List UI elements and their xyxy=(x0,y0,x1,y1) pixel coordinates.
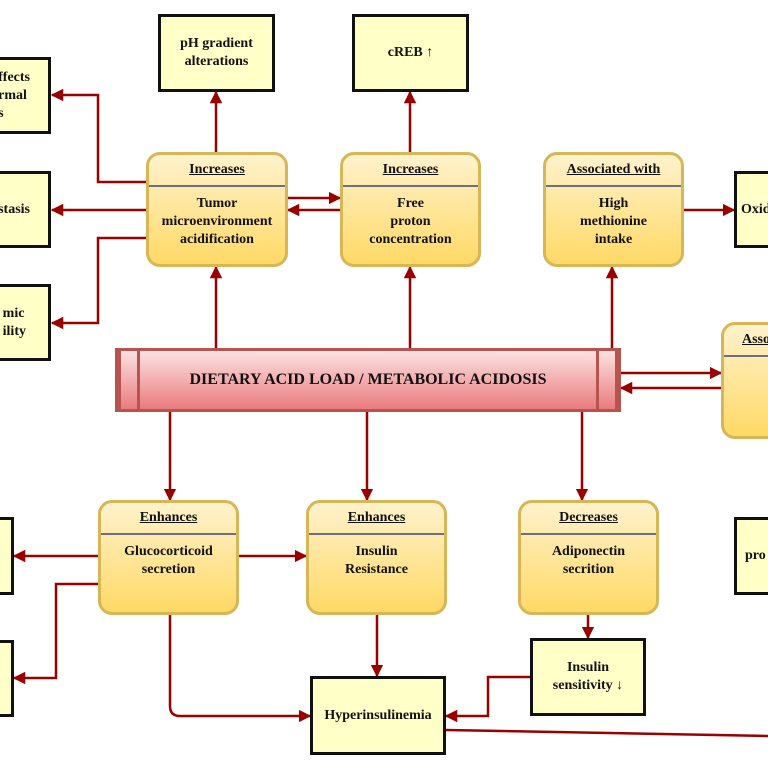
arrow-tumor-to-effects xyxy=(50,88,146,184)
arrow-insulin-sens-to-hyper xyxy=(444,675,530,723)
arrow-gluco-to-left-box-2 xyxy=(12,582,98,685)
process-body: Insulin Resistance xyxy=(345,544,408,577)
process-header: Enhances xyxy=(309,503,444,535)
main-label: DIETARY ACID LOAD / METABOLIC ACIDOSIS xyxy=(189,371,547,388)
process-header: Enhances xyxy=(101,503,236,535)
process-body: High methionine intake xyxy=(580,196,647,247)
box-effects-normal: ffects rmal s xyxy=(0,57,51,134)
box-left-upper xyxy=(0,517,14,595)
process-methionine: Associated with High methionine intake xyxy=(543,152,684,267)
box-insulin-sensitivity: Insulin sensitivity ↓ xyxy=(530,638,646,716)
box-left-lower xyxy=(0,640,14,717)
main-left-bar xyxy=(118,351,140,409)
process-glucocorticoid: Enhances Glucocorticoid secretion xyxy=(98,500,239,615)
process-insulin-resistance: Enhances Insulin Resistance xyxy=(306,500,447,615)
arrow-tumor-to-mic xyxy=(50,236,146,330)
main-right-bar xyxy=(596,351,618,409)
box-stasis: stasis xyxy=(0,171,51,248)
process-body: Free proton concentration xyxy=(369,196,452,247)
box-pro: pro xyxy=(734,517,768,595)
process-header: Increases xyxy=(149,155,285,187)
process-body: Glucocorticoid secretion xyxy=(124,544,213,577)
process-header: Decreases xyxy=(521,503,656,535)
process-body: Tumor microenvironment acidification xyxy=(161,196,273,247)
box-ph-gradient: pH gradient alterations xyxy=(158,14,275,92)
box-hyperinsulinemia: Hyperinsulinemia xyxy=(310,676,446,755)
box-mic-ility: mic ility xyxy=(0,284,51,361)
line-hyper-to-right xyxy=(445,728,768,738)
process-free-proton: Increases Free proton concentration xyxy=(340,152,481,267)
main-dietary-acid-load: DIETARY ACID LOAD / METABOLIC ACIDOSIS xyxy=(115,348,621,412)
process-header: Increases xyxy=(343,155,478,187)
process-header: Associated with xyxy=(546,155,681,187)
box-oxid: Oxid xyxy=(734,171,768,248)
process-adiponectin: Decreases Adiponectin secrition xyxy=(518,500,659,615)
process-right-associated: Asso xyxy=(721,322,768,439)
process-tumor-acidification: Increases Tumor microenvironment acidifi… xyxy=(146,152,288,267)
process-body: Adiponectin secrition xyxy=(551,544,626,577)
box-creb: cREB ↑ xyxy=(352,14,469,92)
process-header: Asso xyxy=(724,325,768,357)
arrow-gluco-to-hyper xyxy=(168,614,312,723)
